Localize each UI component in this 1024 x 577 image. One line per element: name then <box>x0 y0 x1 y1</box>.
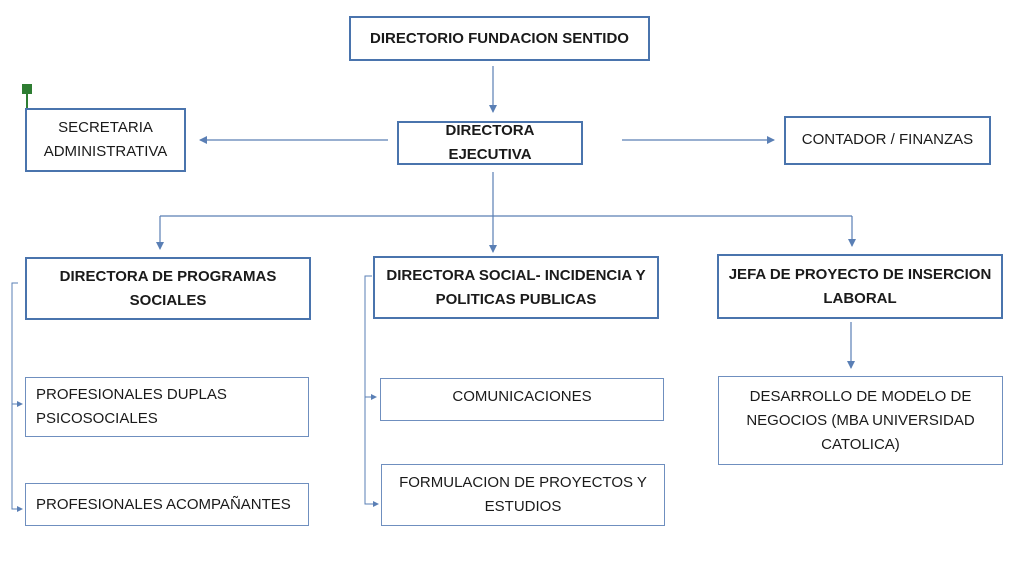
node-directora-ejecutiva-label: DIRECTORA EJECUTIVA <box>445 122 535 163</box>
node-formulacion-label: FORMULACION DE PROYECTOS Y ESTUDIOS <box>399 474 647 515</box>
node-duplas: PROFESIONALES DUPLAS PSICOSOCIALES <box>25 377 309 437</box>
node-directorio: DIRECTORIO FUNDACION SENTIDO <box>349 16 650 61</box>
node-secretaria: SECRETARIA ADMINISTRATIVA <box>25 108 186 172</box>
node-jefa-insercion-label: JEFA DE PROYECTO DE INSERCION LABORAL <box>728 265 992 307</box>
node-jefa-insercion: JEFA DE PROYECTO DE INSERCION LABORAL <box>717 254 1003 319</box>
edge-social-bracket <box>364 275 372 505</box>
node-acompanantes-label: PROFESIONALES ACOMPAÑANTES <box>36 495 291 513</box>
node-social-incidencia-label: DIRECTORA SOCIAL- INCIDENCIA Y POLITICAS… <box>386 266 646 308</box>
node-secretaria-label: SECRETARIA ADMINISTRATIVA <box>43 119 168 160</box>
node-contador: CONTADOR / FINANZAS <box>784 116 991 165</box>
node-directorio-label: DIRECTORIO FUNDACION SENTIDO <box>370 29 629 47</box>
node-desarrollo-label: DESARROLLO DE MODELO DE NEGOCIOS (MBA UN… <box>746 387 975 453</box>
node-duplas-label: PROFESIONALES DUPLAS PSICOSOCIALES <box>36 386 227 427</box>
node-comunicaciones: COMUNICACIONES <box>380 378 664 421</box>
node-desarrollo: DESARROLLO DE MODELO DE NEGOCIOS (MBA UN… <box>718 376 1003 465</box>
node-contador-label: CONTADOR / FINANZAS <box>801 131 974 148</box>
node-acompanantes: PROFESIONALES ACOMPAÑANTES <box>25 483 309 526</box>
node-programas-sociales-label: DIRECTORA DE PROGRAMAS SOCIALES <box>59 267 277 309</box>
edge-programas-bracket <box>11 282 20 510</box>
node-directora-ejecutiva: DIRECTORA EJECUTIVA <box>397 121 583 165</box>
node-programas-sociales: DIRECTORA DE PROGRAMAS SOCIALES <box>25 257 311 320</box>
green-marker-stem <box>26 94 28 108</box>
node-social-incidencia: DIRECTORA SOCIAL- INCIDENCIA Y POLITICAS… <box>373 256 659 319</box>
node-formulacion: FORMULACION DE PROYECTOS Y ESTUDIOS <box>381 464 665 526</box>
node-comunicaciones-label: COMUNICACIONES <box>452 388 592 405</box>
green-marker-icon <box>22 84 32 94</box>
